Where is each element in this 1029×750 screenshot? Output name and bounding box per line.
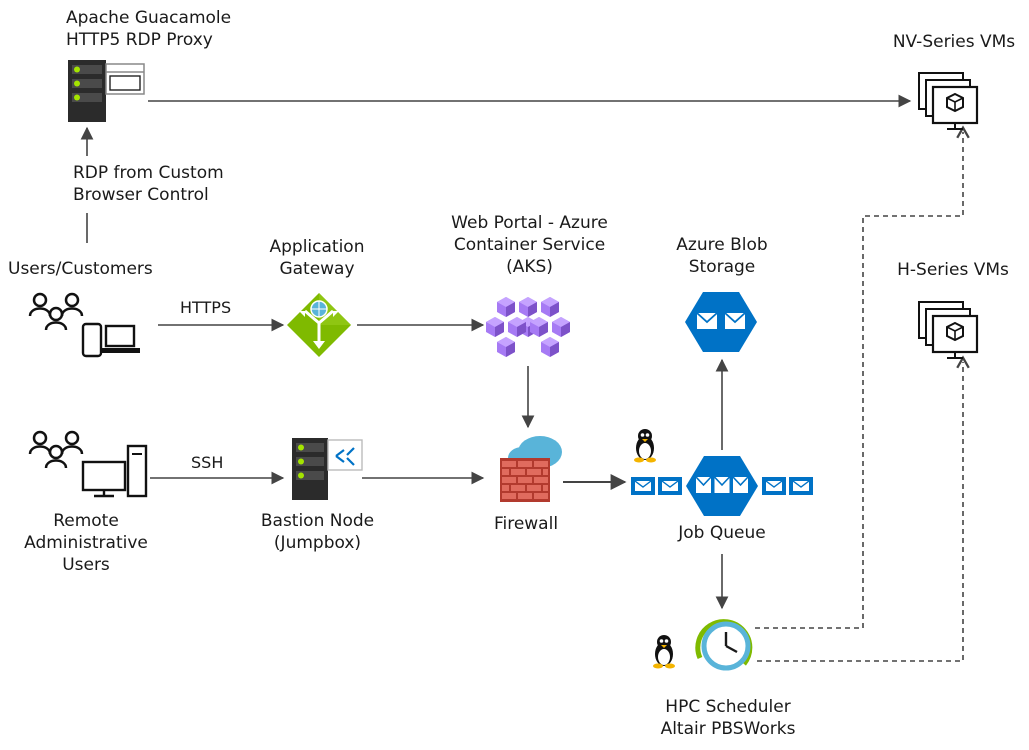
firewall-label: Firewall [478, 513, 574, 535]
h-vms-icon [917, 300, 979, 360]
users-label: Users/Customers [8, 258, 153, 280]
nv-vms-label: NV-Series VMs [884, 31, 1024, 53]
label-line: Altair PBSWorks [660, 719, 796, 739]
label-line: Gateway [279, 259, 355, 279]
label-line: (Jumpbox) [273, 533, 362, 553]
blob-storage-icon [685, 292, 757, 352]
label-line: Web Portal - Azure [451, 213, 608, 233]
queue-icon [630, 456, 814, 516]
ssh-edge-label: SSH [191, 453, 224, 472]
label-line: NV-Series VMs [892, 32, 1016, 52]
label-line: Bastion Node [260, 511, 375, 531]
label-line: HPC Scheduler [665, 697, 791, 717]
label-line: Administrative [24, 533, 148, 553]
linux-penguin-icon-scheduler [653, 635, 675, 669]
job-queue-label: Job Queue [664, 522, 780, 544]
firewall-icon [500, 436, 562, 502]
label-line: Storage [688, 257, 756, 277]
edges [80, 94, 970, 662]
edge-scheduler-to-nv [755, 125, 970, 629]
bastion-server-icon [292, 438, 363, 500]
nv-vms-icon [917, 71, 979, 131]
label-line: Remote [53, 511, 119, 531]
label-line: Azure Blob [676, 235, 768, 255]
bastion-label: Bastion Node(Jumpbox) [250, 510, 385, 554]
label-line: H-Series VMs [897, 260, 1009, 280]
admin-workstation-icon [28, 430, 148, 498]
label-line: Apache Guacamole [66, 8, 232, 28]
label-line: Job Queue [678, 523, 766, 543]
label-line: Application [269, 237, 365, 257]
label-line: Browser Control [73, 185, 209, 205]
server-icon [68, 60, 145, 122]
label-line: Users [62, 555, 110, 575]
edge-scheduler-to-h [757, 355, 970, 662]
application-gateway-icon [287, 293, 351, 357]
label-line: Firewall [493, 514, 559, 534]
label-line: Container Service [453, 235, 606, 255]
label-line: (AKS) [506, 257, 553, 277]
h-vms-label: H-Series VMs [888, 259, 1018, 281]
label-line: Users/Customers [8, 259, 153, 279]
label-line: RDP from Custom [73, 163, 224, 183]
kubernetes-cluster-icon [486, 297, 570, 357]
users-devices-icon [28, 292, 140, 358]
scheduler-clock-icon [695, 619, 753, 671]
https-edge-label: HTTPS [180, 298, 232, 317]
linux-penguin-icon [634, 429, 656, 463]
label-line: HTTP5 RDP Proxy [66, 30, 213, 50]
